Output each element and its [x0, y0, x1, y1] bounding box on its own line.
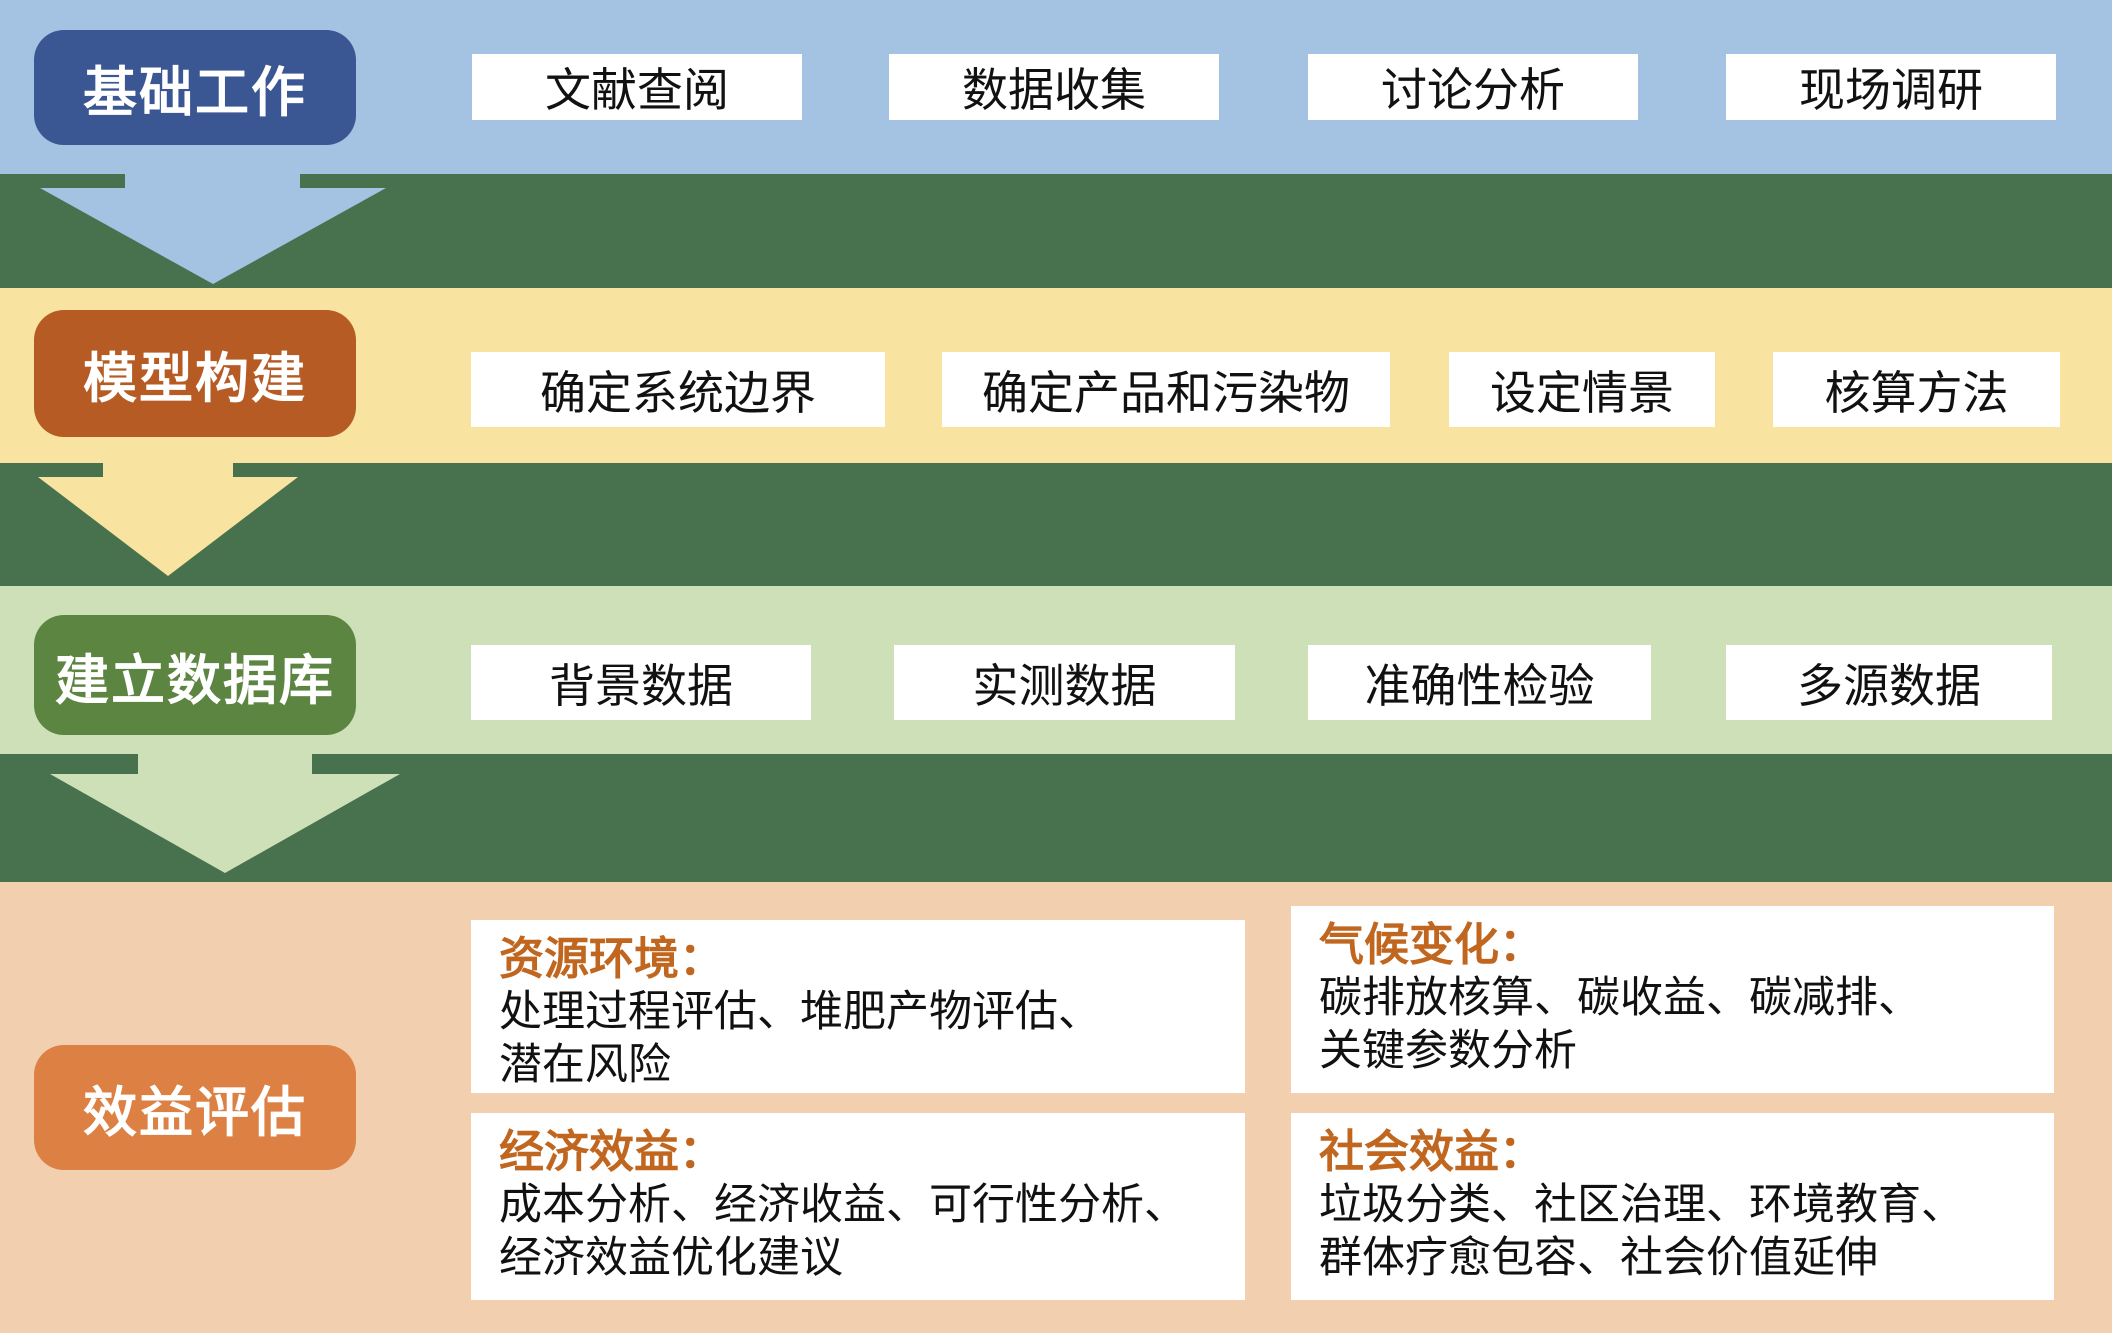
item-accuracy-check: 准确性检验	[1308, 645, 1651, 720]
down-arrow-1	[40, 174, 386, 284]
item-define-system-boundary: 确定系统边界	[471, 352, 885, 427]
card-title: 资源环境：	[499, 934, 725, 984]
foundation-stage-label: 基础工作	[34, 30, 356, 145]
card-text-line: 关键参数分析	[1319, 1027, 1577, 1075]
card-text-line: 处理过程评估、堆肥产物评估、	[499, 988, 1101, 1036]
item-background-data: 背景数据	[471, 645, 811, 720]
item-multi-source-data: 多源数据	[1726, 645, 2052, 720]
item-measured-data: 实测数据	[894, 645, 1235, 720]
card-text-line: 成本分析、经济收益、可行性分析、	[499, 1181, 1187, 1229]
card-text-line: 经济效益优化建议	[499, 1234, 843, 1282]
connector-band-1	[0, 174, 2112, 288]
down-arrow-icon	[40, 174, 386, 284]
item-accounting-method: 核算方法	[1773, 352, 2060, 427]
down-arrow-2	[38, 463, 298, 576]
item-discussion-analysis: 讨论分析	[1308, 54, 1638, 120]
item-data-collection: 数据收集	[889, 54, 1219, 120]
item-field-research: 现场调研	[1726, 54, 2056, 120]
card-text-line: 潜在风险	[499, 1041, 671, 1089]
item-scenario-setting: 设定情景	[1449, 352, 1715, 427]
resource-environment-card: 资源环境： 处理过程评估、堆肥产物评估、 潜在风险	[471, 920, 1245, 1093]
card-text-line: 群体疗愈包容、社会价值延伸	[1319, 1234, 1878, 1282]
card-title: 气候变化：	[1319, 920, 1545, 970]
down-arrow-icon	[50, 754, 400, 873]
item-define-products-pollutants: 确定产品和污染物	[942, 352, 1390, 427]
connector-band-2	[0, 463, 2112, 586]
card-title: 社会效益：	[1319, 1127, 1545, 1177]
row-foundation: 基础工作 文献查阅 数据收集 讨论分析 现场调研	[0, 0, 2112, 174]
database-stage-label: 建立数据库	[34, 615, 356, 735]
card-text-line: 碳排放核算、碳收益、碳减排、	[1319, 974, 1921, 1022]
economic-benefit-card: 经济效益： 成本分析、经济收益、可行性分析、 经济效益优化建议	[471, 1113, 1245, 1300]
row-database: 建立数据库 背景数据 实测数据 准确性检验 多源数据	[0, 586, 2112, 754]
card-title: 经济效益：	[499, 1127, 725, 1177]
row-evaluation: 效益评估 资源环境： 处理过程评估、堆肥产物评估、 潜在风险 气候变化： 碳排放…	[0, 882, 2112, 1333]
item-literature-review: 文献查阅	[472, 54, 802, 120]
down-arrow-icon	[38, 463, 298, 576]
connector-band-3	[0, 754, 2112, 882]
evaluation-stage-label: 效益评估	[34, 1045, 356, 1170]
social-benefit-card: 社会效益： 垃圾分类、社区治理、环境教育、 群体疗愈包容、社会价值延伸	[1291, 1113, 2054, 1300]
down-arrow-3	[50, 754, 400, 873]
model-stage-label: 模型构建	[34, 310, 356, 437]
row-model: 模型构建 确定系统边界 确定产品和污染物 设定情景 核算方法	[0, 288, 2112, 463]
card-text-line: 垃圾分类、社区治理、环境教育、	[1319, 1181, 1964, 1229]
climate-change-card: 气候变化： 碳排放核算、碳收益、碳减排、 关键参数分析	[1291, 906, 2054, 1093]
